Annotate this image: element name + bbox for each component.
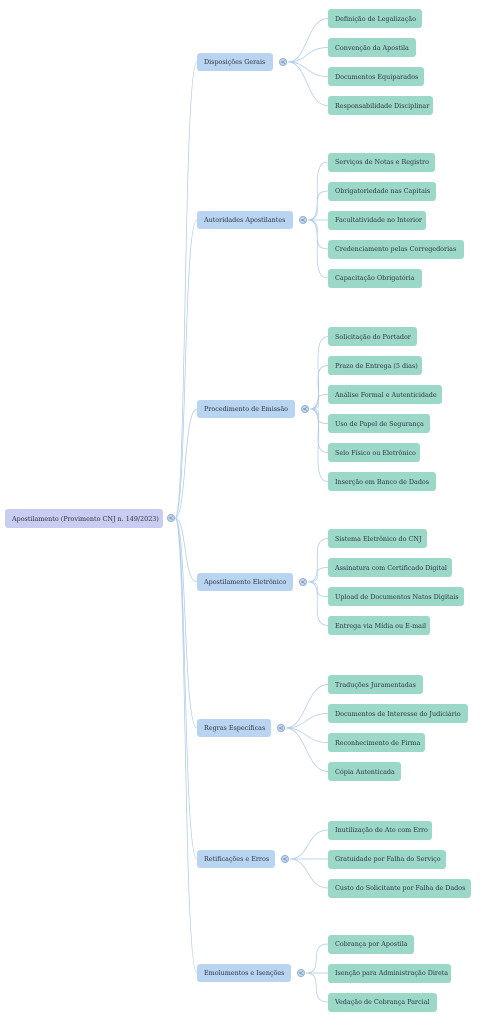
leaf-node[interactable]: Capacitação Obrigatória <box>328 268 422 288</box>
branch-collapse-icon[interactable]: < <box>301 405 309 413</box>
root-node[interactable]: Apostilamento (Provimento CNJ n. 149/202… <box>5 509 163 528</box>
branch-node[interactable]: Apostilamento Eletrônico <box>197 573 293 591</box>
branch-node[interactable]: Retificações e Erros <box>197 850 275 868</box>
root-branch-link <box>174 517 198 583</box>
branch-leaf-link <box>307 567 329 583</box>
branch-leaf-link <box>287 61 329 106</box>
branch-collapse-icon[interactable]: < <box>299 578 307 586</box>
branch-leaf-link <box>307 161 329 221</box>
leaf-node[interactable]: Gratuidade por Falha do Serviço <box>328 849 446 869</box>
leaf-node[interactable]: Inutilização de Ato com Erro <box>328 820 432 840</box>
leaf-node[interactable]: Análise Formal e Autenticidade <box>328 385 442 404</box>
branch-leaf-link <box>307 581 329 626</box>
leaf-node[interactable]: Vedação de Cobrança Parcial <box>328 992 437 1012</box>
leaf-node[interactable]: Assinatura com Certificado Digital <box>328 558 452 577</box>
leaf-node[interactable]: Obrigatoriedade nas Capitais <box>328 181 436 201</box>
branch-leaf-link <box>287 47 329 63</box>
branch-collapse-icon[interactable]: < <box>297 969 305 977</box>
leaf-node[interactable]: Serviços de Notas e Registro <box>328 152 435 172</box>
leaf-node[interactable]: Uso de Papel de Segurança <box>328 414 430 433</box>
leaf-node[interactable]: Upload de Documentos Natos Digitais <box>328 587 464 606</box>
branch-leaf-link <box>285 713 329 729</box>
leaf-node[interactable]: Entrega via Mídia ou E-mail <box>328 616 430 635</box>
branch-leaf-link <box>307 190 329 221</box>
leaf-node[interactable]: Credenciamento pelas Corregedorias <box>328 239 464 259</box>
leaf-node[interactable]: Sistema Eletrônico do CNJ <box>328 529 427 548</box>
leaf-node[interactable]: Documentos de Interesse do Judiciário <box>328 704 468 723</box>
leaf-node[interactable]: Solicitação do Portador <box>328 327 417 346</box>
leaf-node[interactable]: Facultatividade no Interior <box>328 210 426 230</box>
branch-leaf-link <box>287 61 329 77</box>
branch-leaf-link <box>289 829 329 860</box>
branch-leaf-link <box>307 219 329 250</box>
branch-leaf-link <box>309 365 329 410</box>
root-branch-link <box>174 408 198 519</box>
branch-node[interactable]: Emolumentos e Isenções <box>197 964 291 982</box>
branch-leaf-link <box>309 408 329 482</box>
branch-leaf-link <box>309 408 329 424</box>
branch-collapse-icon[interactable]: < <box>299 216 307 224</box>
leaf-node[interactable]: Convenção da Apostila <box>328 38 416 57</box>
leaf-node[interactable]: Definição de Legalização <box>328 9 422 28</box>
branch-leaf-link <box>305 943 329 974</box>
leaf-node[interactable]: Documentos Equiparados <box>328 67 424 86</box>
leaf-node[interactable]: Cópia Autenticada <box>328 762 401 781</box>
branch-collapse-icon[interactable]: < <box>281 855 289 863</box>
root-collapse-icon[interactable]: < <box>167 514 175 522</box>
root-branch-link <box>174 61 198 519</box>
root-branch-link <box>174 219 198 519</box>
root-branch-link <box>174 517 198 974</box>
branch-collapse-icon[interactable]: < <box>279 58 287 66</box>
branch-leaf-link <box>307 219 329 279</box>
leaf-node[interactable]: Reconhecimento de Firma <box>328 733 425 752</box>
leaf-node[interactable]: Cobrança por Apostila <box>328 934 414 954</box>
branch-leaf-link <box>309 336 329 410</box>
leaf-node[interactable]: Responsabilidade Disciplinar <box>328 96 433 115</box>
branch-leaf-link <box>307 581 329 597</box>
branch-leaf-link <box>307 538 329 583</box>
branch-node[interactable]: Regras Específicas <box>197 719 271 737</box>
branch-node[interactable]: Procedimento de Emissão <box>197 400 295 418</box>
branch-node[interactable]: Disposições Gerais <box>197 53 273 71</box>
leaf-node[interactable]: Prazo de Entrega (5 dias) <box>328 356 422 375</box>
branch-leaf-link <box>309 394 329 410</box>
branch-leaf-link <box>305 972 329 1003</box>
branch-leaf-link <box>285 684 329 729</box>
branch-leaf-link <box>287 18 329 63</box>
leaf-node[interactable]: Traduções Juramentadas <box>328 675 423 694</box>
leaf-node[interactable]: Selo Físico ou Eletrônico <box>328 443 420 462</box>
leaf-node[interactable]: Inserção em Banco de Dados <box>328 472 436 491</box>
branch-leaf-link <box>309 408 329 453</box>
leaf-node[interactable]: Custo do Solicitante por Falha de Dados <box>328 878 471 898</box>
branch-leaf-link <box>289 858 329 889</box>
root-branch-link <box>174 517 198 860</box>
branch-node[interactable]: Autoridades Apostilantes <box>197 211 293 229</box>
branch-collapse-icon[interactable]: < <box>277 724 285 732</box>
branch-leaf-link <box>285 727 329 772</box>
leaf-node[interactable]: Isenção para Administração Direta <box>328 963 451 983</box>
root-branch-link <box>174 517 198 729</box>
branch-leaf-link <box>285 727 329 743</box>
